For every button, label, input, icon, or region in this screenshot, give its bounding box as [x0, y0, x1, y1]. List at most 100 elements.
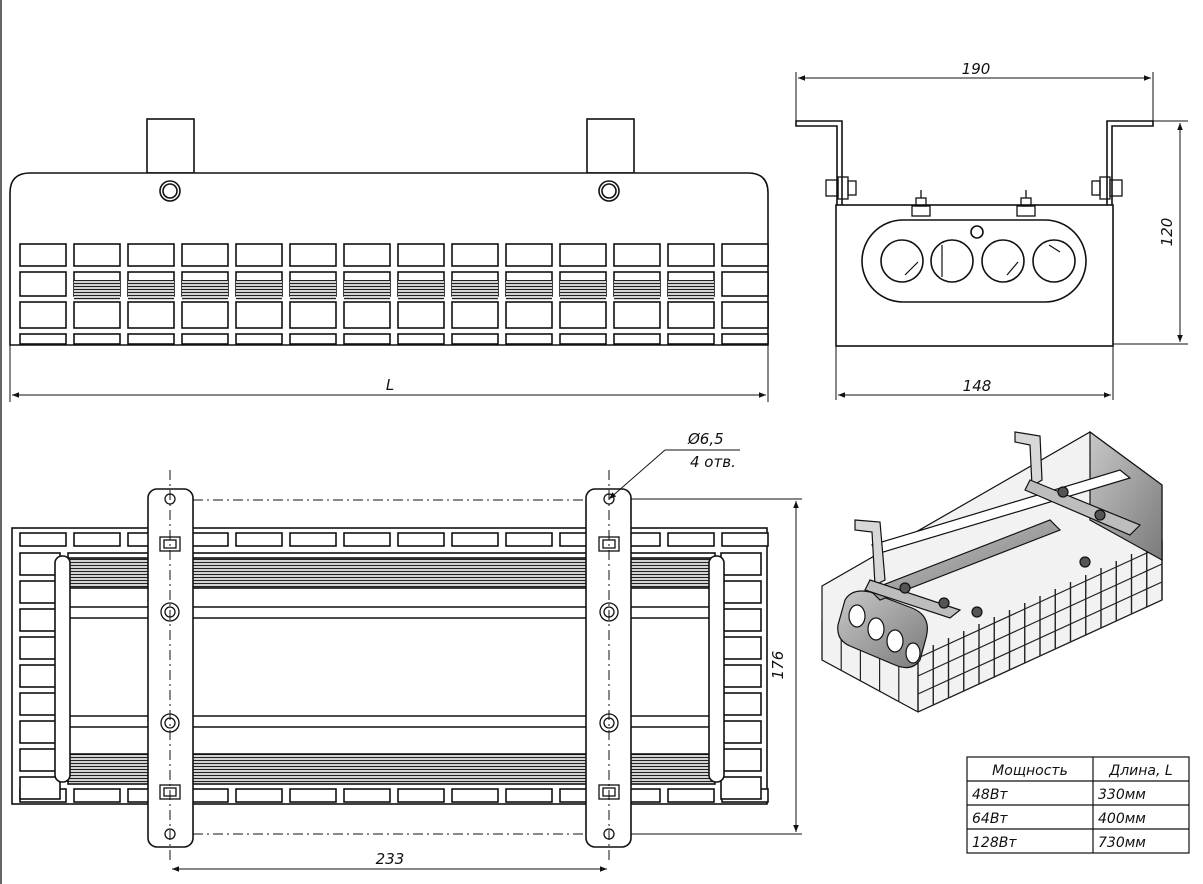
plan-mesh-grid — [19, 532, 769, 803]
mesh-cell — [19, 580, 61, 604]
mesh-cell — [505, 333, 553, 345]
dimension-length: L — [9, 345, 769, 402]
mesh-cell — [720, 552, 762, 576]
mesh-cell — [720, 748, 762, 772]
mesh-cell — [19, 776, 61, 800]
mesh-cell — [397, 788, 445, 803]
mesh-cell — [720, 608, 762, 632]
mesh-cell — [451, 243, 499, 267]
mesh-bar — [917, 563, 1163, 677]
mesh-cell — [181, 301, 229, 329]
mesh-cell — [289, 788, 337, 803]
dim-width-top-label: 190 — [962, 60, 991, 78]
mesh-cell — [720, 664, 762, 688]
table-cell-power: 48Вт — [972, 787, 1008, 803]
mesh-cell — [667, 532, 715, 547]
mesh-cell — [505, 788, 553, 803]
mesh-cell — [19, 692, 61, 716]
mesh-cell — [613, 333, 661, 345]
heatsink-fins — [290, 280, 336, 300]
mesh-cell — [127, 301, 175, 329]
mesh-cell — [343, 532, 391, 547]
mesh-cell — [721, 333, 769, 345]
iso-mesh — [821, 540, 1163, 713]
spec-table — [966, 756, 1190, 854]
table-header-length: Длина, L — [1108, 763, 1172, 779]
mesh-cell — [19, 748, 61, 772]
mesh-cell — [667, 301, 715, 329]
dim-width-bottom-label: 148 — [963, 377, 992, 395]
mesh-cell — [505, 243, 553, 267]
mesh-cell — [613, 301, 661, 329]
mesh-cell — [19, 636, 61, 660]
mesh-cell — [73, 301, 121, 329]
mesh-cell — [505, 301, 553, 329]
mesh-cell — [343, 301, 391, 329]
mesh-cell — [73, 532, 121, 547]
mesh-bar — [917, 599, 1163, 713]
mesh-cell — [451, 788, 499, 803]
mesh-bar — [917, 545, 1163, 659]
mesh-cell — [451, 301, 499, 329]
mesh-cell — [289, 532, 337, 547]
mesh-cell — [721, 532, 769, 547]
mesh-cell — [667, 243, 715, 267]
heatsink-fins — [236, 280, 282, 300]
mesh-cell — [289, 243, 337, 267]
table-cell-length: 730мм — [1098, 835, 1146, 851]
mesh-cell — [720, 720, 762, 744]
mesh-cell — [235, 788, 283, 803]
mesh-cell — [19, 243, 67, 267]
mesh-cell — [73, 333, 121, 345]
mesh-cell — [397, 301, 445, 329]
heatsink-fins — [506, 280, 552, 300]
mesh-cell — [721, 271, 769, 297]
table-header-power: Мощность — [992, 763, 1068, 779]
mesh-cell — [397, 333, 445, 345]
mesh-cell — [19, 720, 61, 744]
mesh-cell — [720, 636, 762, 660]
mesh-cell — [181, 243, 229, 267]
dimension-plan — [172, 449, 802, 872]
mesh-cell — [559, 333, 607, 345]
mesh-cell — [73, 788, 121, 803]
mesh-cell — [19, 271, 67, 297]
heatsink-fins — [560, 280, 606, 300]
mesh-cell — [235, 333, 283, 345]
mesh-cell — [397, 532, 445, 547]
mesh-cell — [19, 608, 61, 632]
heatsink-fins — [74, 280, 120, 300]
mesh-cell — [235, 532, 283, 547]
plan-view — [11, 470, 769, 860]
mesh-cell — [720, 692, 762, 716]
table-cell-length: 330мм — [1098, 787, 1146, 803]
front-view — [9, 118, 769, 346]
table-cell-length: 400мм — [1098, 811, 1146, 827]
mesh-cell — [343, 243, 391, 267]
mesh-cell — [19, 301, 67, 329]
side-view — [795, 120, 1154, 347]
heatsink-fins — [668, 280, 714, 300]
table-cell-power: 128Вт — [972, 835, 1017, 851]
mesh-cell — [235, 301, 283, 329]
front-mesh-grid — [19, 243, 769, 345]
table-cell-power: 64Вт — [972, 811, 1008, 827]
mesh-cell — [451, 333, 499, 345]
heatsink-fins — [182, 280, 228, 300]
mesh-cell — [559, 301, 607, 329]
dimension-side — [795, 72, 1188, 400]
mesh-cell — [720, 580, 762, 604]
mesh-cell — [19, 333, 67, 345]
mesh-cell — [505, 532, 553, 547]
mesh-cell — [720, 776, 762, 800]
mesh-cell — [667, 788, 715, 803]
mesh-cell — [19, 532, 67, 547]
mesh-cell — [127, 243, 175, 267]
mesh-cell — [451, 532, 499, 547]
dim-mount-spacing-label: 233 — [376, 850, 405, 868]
mesh-cell — [235, 243, 283, 267]
mesh-cell — [721, 243, 769, 267]
mesh-cell — [181, 333, 229, 345]
dim-height-plan-label: 176 — [769, 651, 787, 680]
